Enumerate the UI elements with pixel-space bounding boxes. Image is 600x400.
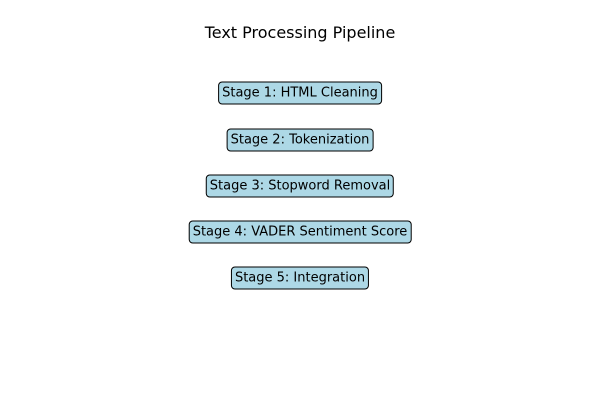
stage-box-integration: Stage 5: Integration <box>230 266 370 290</box>
diagram-title: Text Processing Pipeline <box>204 23 396 42</box>
stage-box-vader-sentiment-score: Stage 4: VADER Sentiment Score <box>188 220 412 244</box>
stage-box-html-cleaning: Stage 1: HTML Cleaning <box>218 81 382 105</box>
stage-box-stopword-removal: Stage 3: Stopword Removal <box>205 174 395 198</box>
stage-box-tokenization: Stage 2: Tokenization <box>226 128 374 152</box>
